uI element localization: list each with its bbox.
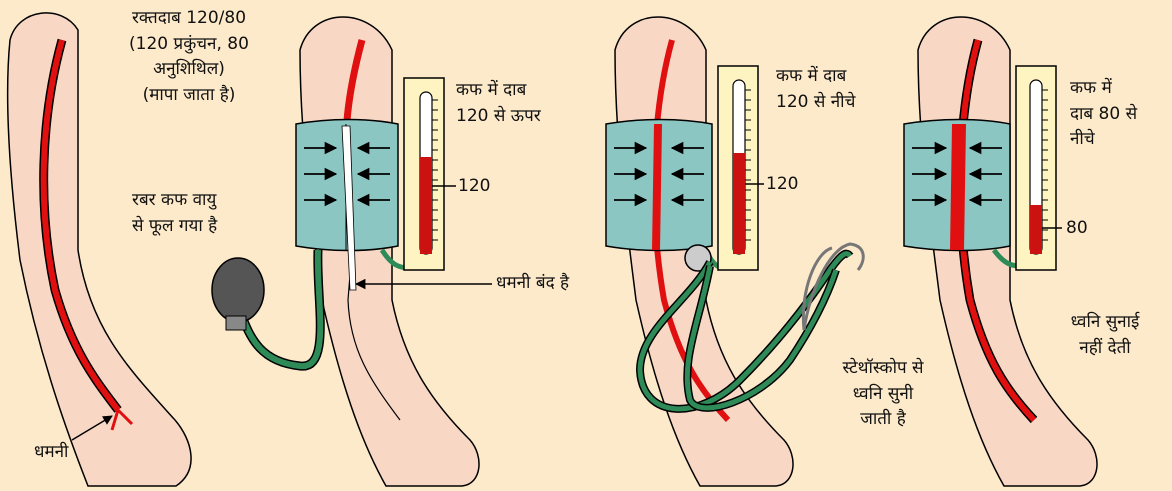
artery-closed-label: धमनी बंद है bbox=[496, 271, 569, 297]
arm-2 bbox=[300, 17, 479, 486]
cuff-4 bbox=[904, 120, 1010, 251]
gauge-4 bbox=[1016, 66, 1062, 270]
stethoscope-label: स्टेथॉस्कोप से ध्वनि सुनी जाती है bbox=[808, 356, 958, 433]
cuff-pressure-label-4: कफ में दाब 80 से नीचे bbox=[1070, 76, 1137, 153]
bp-reading-label: रक्तदाब 120/80 (120 प्रकुंचन, 80 अनुशिथि… bbox=[94, 6, 284, 108]
gauge-tick-2: 120 bbox=[458, 174, 490, 200]
mercury-column-2 bbox=[420, 157, 432, 254]
artery-label: धमनी bbox=[34, 440, 68, 466]
gauge-2 bbox=[404, 78, 456, 270]
cuff-3 bbox=[606, 120, 712, 251]
gauge-tick-3: 120 bbox=[766, 172, 798, 198]
cuff-pressure-label-3: कफ में दाब 120 से नीचे bbox=[776, 64, 855, 115]
bulb-2 bbox=[212, 250, 320, 366]
gauge-tick-4: 80 bbox=[1066, 216, 1088, 242]
mercury-column-4 bbox=[1030, 205, 1042, 254]
bulb-label: रबर कफ वायु से फूल गया है bbox=[132, 188, 217, 239]
no-sound-label: ध्वनि सुनाई नहीं देती bbox=[1040, 310, 1170, 361]
mercury-column-3 bbox=[733, 153, 745, 254]
cuff-pressure-label-2: कफ में दाब 120 से ऊपर bbox=[456, 78, 541, 129]
gauge-3 bbox=[718, 66, 764, 270]
